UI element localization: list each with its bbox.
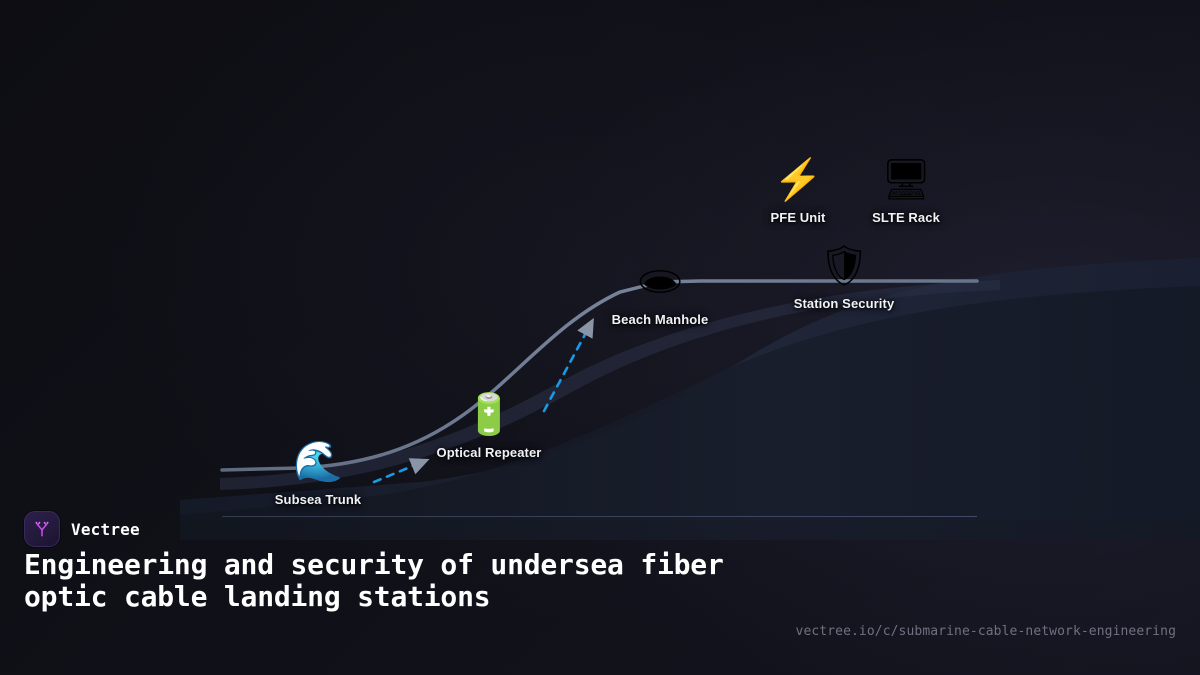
- vectree-tree-logo-icon: [24, 511, 60, 547]
- node-slte-rack[interactable]: 🖥 SLTE Rack: [826, 160, 986, 225]
- node-label-optical-repeater: Optical Repeater: [436, 445, 542, 460]
- flow-arrow-repeater-to-manhole: [542, 317, 594, 413]
- battery-icon: 🔋: [464, 393, 514, 437]
- node-label-pfe-unit: PFE Unit: [770, 210, 826, 225]
- flow-arrow-trunk-to-repeater: [372, 458, 430, 484]
- footer-divider: [222, 516, 977, 517]
- lightning-bolt-icon: ⚡: [773, 158, 823, 202]
- submarine-cable-path: [220, 279, 979, 472]
- brand-name: Vectree: [71, 519, 140, 539]
- node-pfe-unit[interactable]: ⚡ PFE Unit: [718, 160, 878, 225]
- node-subsea-trunk[interactable]: 🌊 Subsea Trunk: [238, 442, 398, 507]
- node-label-subsea-trunk: Subsea Trunk: [274, 492, 362, 507]
- seabed-front-slope: [180, 286, 1200, 540]
- hole-icon: 🕳: [634, 260, 686, 304]
- desktop-computer-icon: 🖥: [880, 158, 932, 202]
- brand[interactable]: Vectree: [24, 511, 140, 547]
- node-label-slte-rack: SLTE Rack: [872, 210, 940, 225]
- node-label-beach-manhole: Beach Manhole: [611, 312, 709, 327]
- shield-icon: 🛡: [818, 244, 870, 288]
- node-optical-repeater[interactable]: 🔋 Optical Repeater: [409, 395, 569, 460]
- page-title: Engineering and security of undersea fib…: [24, 548, 741, 613]
- ocean-wave-icon: 🌊: [293, 440, 343, 484]
- node-beach-manhole[interactable]: 🕳 Beach Manhole: [580, 262, 740, 327]
- source-url: vectree.io/c/submarine-cable-network-eng…: [795, 624, 1176, 639]
- node-station-security[interactable]: 🛡 Station Security: [764, 246, 924, 311]
- node-label-station-security: Station Security: [793, 296, 895, 311]
